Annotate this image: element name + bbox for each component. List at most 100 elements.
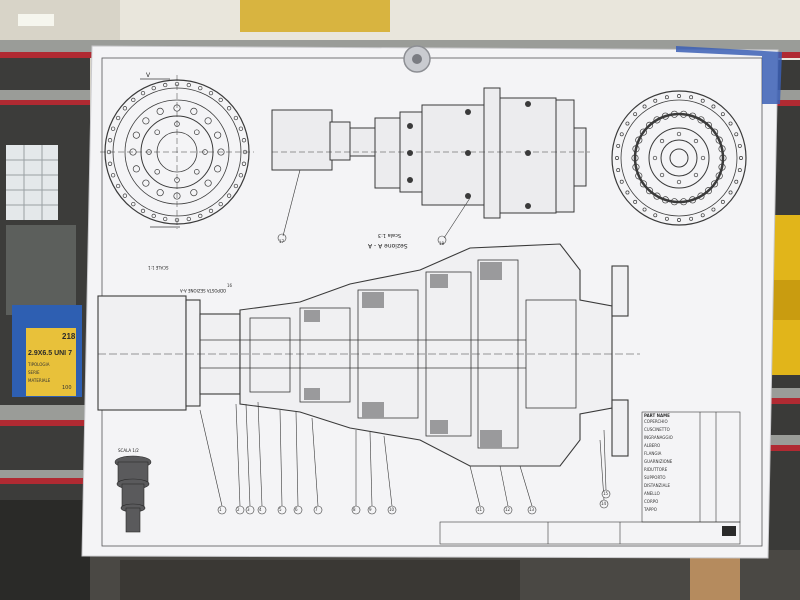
leader-line [369,431,373,507]
bin-qty: 100 [62,385,72,391]
parts-table-row: ANELLO [644,491,660,496]
flange-hole [190,189,198,197]
callout-number: 6 [295,507,298,512]
roller-element [639,128,647,136]
flange-hole [173,104,181,112]
callout-bubble [351,505,361,515]
callout-bubble [245,505,255,515]
callout-bubble [293,505,303,515]
blue-tape [676,46,782,104]
flange-hole [633,112,638,117]
flange-hole [122,193,128,198]
left-flange-holes [106,81,248,223]
left-flange-view [100,75,254,229]
flange-hole [619,132,624,137]
leader-line [519,465,533,507]
roller-element [631,154,639,162]
callout-number: 15 [603,491,609,496]
flange-hole [156,107,164,115]
leader-line [469,465,481,507]
flange-hole [110,126,116,131]
flange-hole [241,161,247,166]
section-scale: Scala 1:3 [378,232,402,238]
flange-hole [154,169,160,175]
leader-line [383,435,393,507]
right-rail-lower2-stripe [755,445,800,451]
flange-hole [659,138,665,144]
flange-hole [238,126,244,131]
leader-line [603,429,607,491]
bin-number: 218 [62,332,76,341]
flange-hole [676,131,682,137]
flange-hole [115,183,121,189]
roller-element [697,116,705,124]
flange-hole [129,148,137,156]
flange-hole [186,82,191,88]
flange-hole [218,201,223,207]
parts-table-row: DISTANZIALE [644,483,671,488]
flange-hole [131,97,136,103]
roller-element [718,163,726,171]
flange-hole [689,216,694,221]
leader-line [199,409,223,507]
section-title: Sezione A - A [368,242,408,249]
title-logo [722,526,736,536]
roller-element [715,172,723,180]
parts-table-row: CUSCINETTO [644,427,670,432]
left-bin-label [26,328,76,396]
flange-hole [174,217,180,223]
flange-hole [174,177,180,183]
callout-bubble [277,505,287,515]
roller-element [689,112,697,120]
callout-bubble [313,505,323,515]
top-view-marker: V [146,72,151,79]
leader-line [295,411,299,507]
parts-table-row: TAPPO [644,507,657,512]
flange-hole [664,95,669,100]
roller-element [635,136,643,144]
roller-element [680,110,688,118]
callout-bubble [235,505,245,515]
flange-hole [214,165,222,173]
leader-line [499,465,509,507]
roller-element [646,121,654,129]
bin-code: 2.9X6.5 UNI 7 [28,350,72,357]
callout-bubble [387,505,397,515]
bin-row-b: SERIE [28,370,40,375]
flange-hole [204,179,212,187]
flange-hole [151,213,156,219]
flange-hole [174,81,180,87]
flange-hole [106,149,112,155]
leader-top-1 [282,169,301,237]
flange-hole [198,85,203,91]
callout-number: 8 [353,507,356,512]
leader-line [311,417,319,507]
flange-hole [156,189,164,197]
roller-element [639,180,647,188]
flange-hole [110,173,116,178]
roller-element [661,112,669,120]
flange-hole [693,138,699,144]
leader-line [235,403,241,507]
right-rail-lower-stripe [755,398,800,404]
detail-note: SCALA 1/2 [118,448,139,453]
cardboard-box [690,555,740,600]
roller-element [689,196,697,204]
flange-hole [107,138,113,143]
flange-hole [676,179,682,185]
flange-hole [204,117,212,125]
callout-number: 12 [505,507,511,512]
flange-hole [140,208,146,214]
callout-bubble [257,505,267,515]
parts-table-row: CORPO [644,499,659,504]
flange-hole [198,213,203,219]
flange-hole [122,106,128,111]
left-window [6,145,58,220]
flange-hole [642,104,647,109]
flange-hole [151,85,156,91]
flange-hole [132,165,140,173]
main-section-bearings [304,262,502,448]
callout-number: 7 [315,507,318,512]
